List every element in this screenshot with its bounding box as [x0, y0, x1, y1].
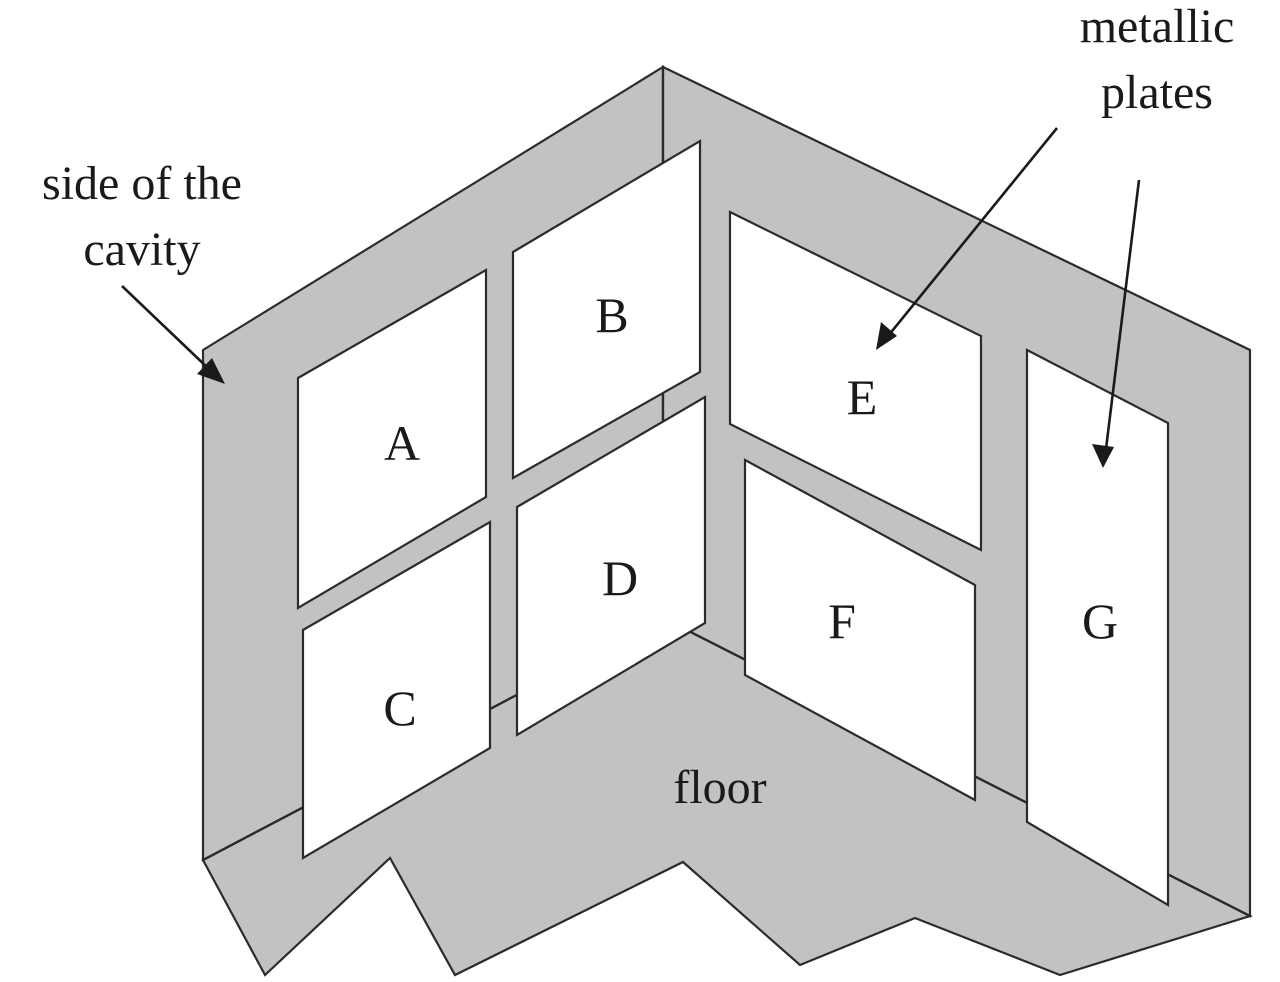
plate-e-label: E	[847, 369, 878, 425]
plate-d: D	[515, 395, 707, 737]
side-of-cavity-label-line2: cavity	[83, 223, 200, 276]
metallic-plates-arrow-to-e	[876, 127, 1059, 350]
plate-e: E	[728, 210, 983, 552]
floor-label: floor	[673, 761, 766, 814]
plate-d-label: D	[602, 550, 638, 606]
plate-b: B	[511, 139, 702, 480]
plate-g: G	[1025, 348, 1170, 907]
plate-a: A	[296, 268, 488, 610]
side-of-cavity-arrow	[121, 285, 225, 384]
plate-c: C	[301, 520, 492, 860]
plate-c-label: C	[383, 680, 416, 736]
side-of-cavity-label-line1: side of the	[42, 157, 242, 210]
metallic-plates-arrow-to-g	[1092, 179, 1141, 468]
plate-f-label: F	[828, 593, 856, 649]
metallic-plates-label-line1: metallic	[1080, 0, 1235, 53]
plate-a-label: A	[384, 415, 420, 471]
plate-b-label: B	[595, 287, 628, 343]
plate-f: F	[743, 458, 977, 802]
metallic-plates-label-line2: plates	[1101, 66, 1213, 119]
plate-g-label: G	[1082, 593, 1118, 649]
